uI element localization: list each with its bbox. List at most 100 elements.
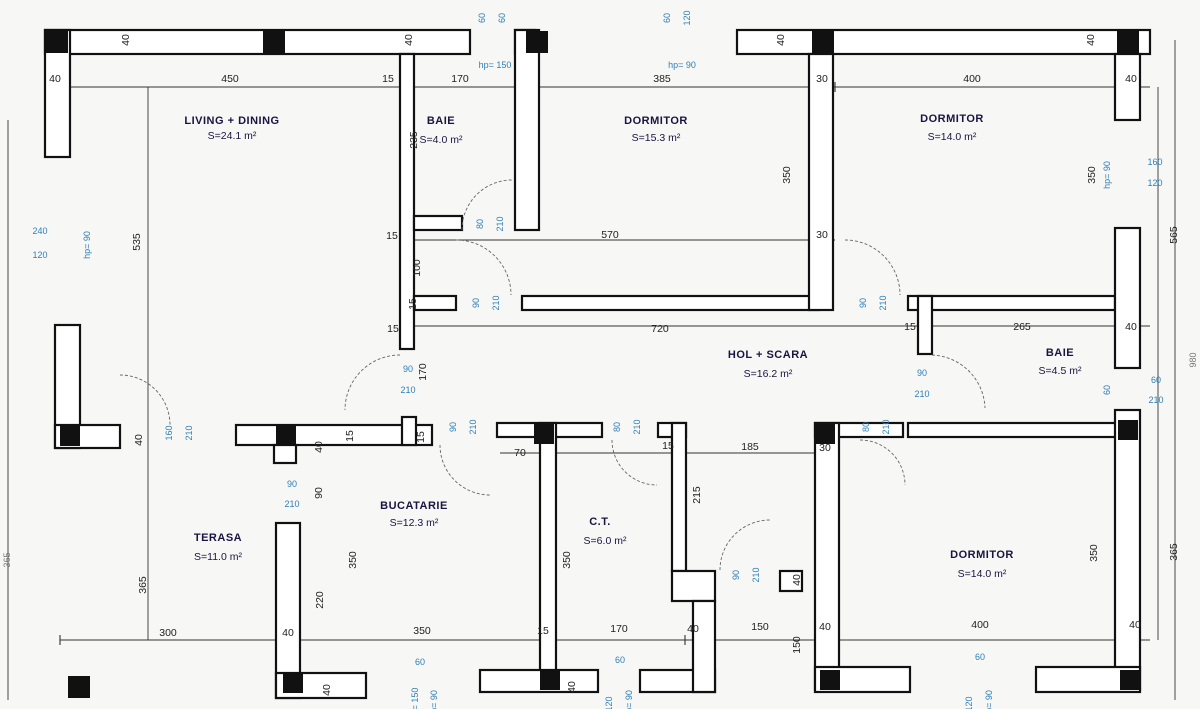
opening-label: 90 [287, 479, 297, 489]
dimension-label: 40 [566, 681, 578, 693]
room-area: S=24.1 m² [208, 130, 257, 142]
opening-label: 60 [415, 657, 425, 667]
opening-label: 160 [1147, 157, 1162, 167]
dimension-label: 15 [382, 73, 394, 85]
opening-label: 120 [682, 10, 692, 25]
dimension-label: 450 [221, 73, 239, 85]
opening-label: 210 [878, 295, 888, 310]
dimension-label: 170 [610, 623, 628, 635]
room-area: S=4.5 m² [1039, 365, 1082, 377]
dimension-label: 40 [120, 34, 132, 46]
dimension-label: 40 [133, 434, 145, 446]
room-name: BAIE [1046, 347, 1074, 359]
opening-label: 120 [964, 696, 974, 709]
dimension-label: 185 [741, 441, 759, 453]
room-area: S=16.2 m² [744, 368, 793, 380]
dimension-label: 100 [411, 259, 423, 277]
dimension-label: 170 [417, 363, 429, 381]
dimension-label: 720 [651, 323, 669, 335]
opening-label: 90 [403, 364, 413, 374]
opening-label: 80 [612, 422, 622, 432]
dimension-label: 40 [775, 34, 787, 46]
dimension-label: 400 [971, 619, 989, 631]
opening-label: hp= 90 [82, 231, 92, 259]
opening-label: 210 [184, 425, 194, 440]
dimension-label: 40 [49, 73, 61, 85]
dimension-label: 350 [781, 166, 793, 184]
room-name: HOL + SCARA [728, 349, 808, 361]
opening-label: 210 [1148, 395, 1163, 405]
room-name: DORMITOR [950, 549, 1014, 561]
opening-label: hp= 150 [479, 60, 512, 70]
opening-label: 90 [448, 422, 458, 432]
opening-label: hp= 90 [668, 60, 696, 70]
dimension-label: 15 [904, 321, 916, 333]
room-name: BUCATARIE [380, 500, 448, 512]
room-name: LIVING + DINING [184, 115, 279, 127]
opening-label: 60 [1151, 375, 1161, 385]
opening-label: 120 [1147, 178, 1162, 188]
opening-label: 60 [497, 13, 507, 23]
structural-columns [46, 31, 1140, 698]
dimension-labels: 40 450 15 170 385 30 400 40 15 570 30 15… [2, 34, 1198, 696]
door-swings [119, 179, 986, 571]
opening-label: 90 [471, 298, 481, 308]
room-name: BAIE [427, 115, 455, 127]
dimension-label: 15 [407, 298, 419, 310]
room-area: S=11.0 m² [194, 551, 242, 563]
dimension-label: 30 [819, 442, 831, 454]
room-area: S=14.0 m² [958, 568, 1007, 580]
dimension-label: 15 [387, 323, 399, 335]
opening-label: hp= 90 [429, 690, 439, 709]
dimension-label: 265 [1013, 321, 1031, 333]
dimension-label: 350 [347, 551, 359, 569]
opening-label: 120 [32, 250, 47, 260]
opening-label: 210 [400, 385, 415, 395]
room-area: S=14.0 m² [928, 131, 977, 143]
opening-label: 60 [662, 13, 672, 23]
opening-label: hp= 90 [624, 690, 634, 709]
opening-label: 210 [468, 419, 478, 434]
dimension-label: 30 [816, 73, 828, 85]
room-area: S=15.3 m² [632, 132, 681, 144]
dimension-label: 565 [1168, 226, 1180, 244]
dimension-label: 40 [1125, 73, 1137, 85]
room-name: DORMITOR [624, 115, 688, 127]
opening-label: hp= 90 [1102, 161, 1112, 189]
dimension-label: 90 [313, 487, 325, 499]
opening-label: 210 [495, 216, 505, 231]
dimension-label: 150 [791, 636, 803, 654]
opening-label: hp= 90 [984, 690, 994, 709]
dimension-label: 40 [321, 684, 333, 696]
dimension-label: 385 [653, 73, 671, 85]
opening-label: 120 [604, 696, 614, 709]
room-area: S=6.0 m² [584, 535, 627, 547]
opening-label: 90 [917, 368, 927, 378]
opening-label: 90 [731, 570, 741, 580]
dimension-label: 365 [137, 576, 149, 594]
opening-label: 60 [975, 652, 985, 662]
opening-label: 80 [861, 422, 871, 432]
opening-label: 210 [491, 295, 501, 310]
opening-labels: 60 60 hp= 150 60 120 hp= 90 240 120 hp= … [32, 10, 1163, 709]
dimension-label: 40 [282, 627, 294, 639]
room-labels: LIVING + DINING S=24.1 m² BAIE S=4.0 m² … [184, 113, 1082, 580]
dimension-label: 570 [601, 229, 619, 241]
dimension-label: 15 [386, 230, 398, 242]
dimension-label: 170 [451, 73, 469, 85]
dimension-label: 30 [816, 229, 828, 241]
opening-label: 90 [858, 298, 868, 308]
opening-label: 240 [32, 226, 47, 236]
dimension-label: 40 [791, 574, 803, 586]
room-area: S=12.3 m² [390, 517, 439, 529]
dimension-label: 40 [1085, 34, 1097, 46]
dimension-label: 365 [1168, 543, 1180, 561]
dimension-label: 15 [344, 430, 356, 442]
dimension-label: 350 [1086, 166, 1098, 184]
dimension-label: 40 [687, 623, 699, 635]
room-name: TERASA [194, 532, 242, 544]
dimension-label: 235 [408, 131, 420, 149]
opening-label: 210 [284, 499, 299, 509]
dimension-label: 400 [963, 73, 981, 85]
